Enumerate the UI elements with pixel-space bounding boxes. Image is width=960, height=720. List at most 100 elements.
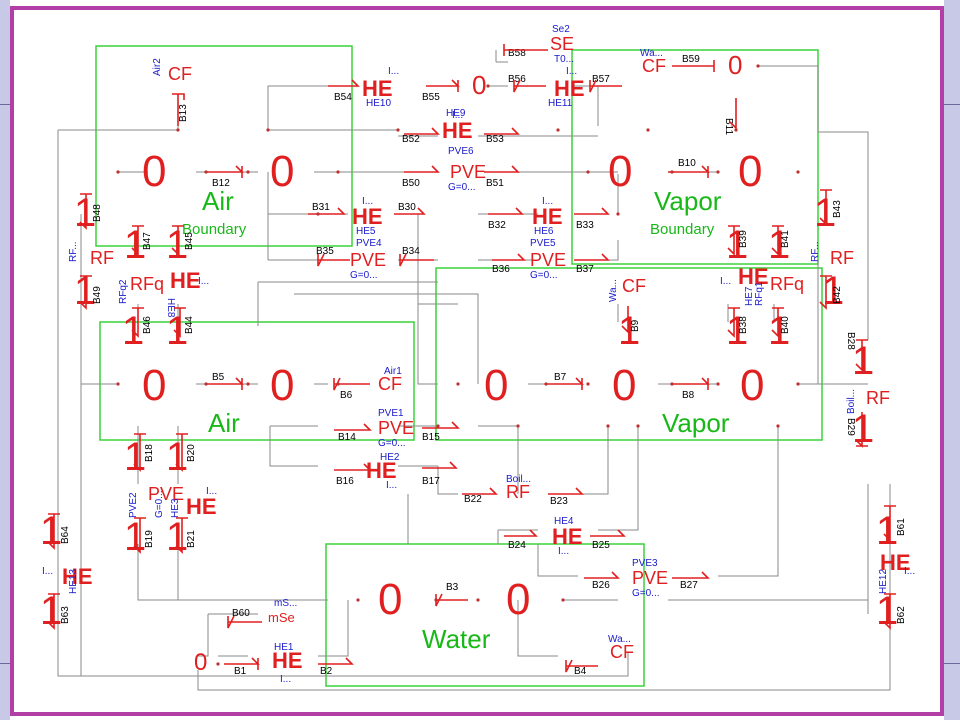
bond-label: B47 (142, 232, 153, 250)
bond-label: B13 (178, 104, 189, 122)
bond-label: B11 (723, 118, 734, 135)
zero-junction: 0 (506, 575, 530, 624)
element-name: HE4 (554, 516, 574, 527)
bond-label: B54 (334, 92, 352, 103)
zero-junctions: 0 0 0 0 0 0 0 0 0 0 0 0 0 0 (142, 50, 764, 676)
element-names: HE10 HE9 HE11 PVE6 G=0... HE5 PVE4 G=0..… (68, 24, 889, 653)
indicator-marks: I... I... I... I... I... I... I... I... … (42, 66, 915, 685)
bond-label: B24 (508, 540, 526, 551)
one-junction: 1 (124, 223, 146, 267)
rf-element: RF (90, 248, 114, 268)
bond-label: B26 (592, 580, 610, 591)
element-name: Wa... (608, 634, 631, 645)
indicator-mark: I... (206, 486, 217, 497)
one-junction: 1 (822, 269, 844, 313)
vapor-boundary-region (571, 49, 819, 265)
he-element: HE (272, 648, 303, 673)
bond-label: B8 (682, 390, 695, 401)
bond-label: B10 (678, 158, 696, 169)
bond-label: B51 (486, 178, 504, 189)
element-name: PVE5 (530, 238, 556, 249)
bond-label: B7 (554, 372, 567, 383)
he-element: HE (62, 564, 93, 589)
one-junction: 1 (166, 435, 188, 479)
bond-label: B60 (232, 608, 250, 619)
bond-label: B56 (508, 74, 526, 85)
bond-label: B25 (592, 540, 610, 551)
zero-junction: 0 (738, 147, 762, 196)
one-junction: 1 (124, 435, 146, 479)
bond-label: B18 (144, 444, 155, 462)
mse-element: mSe (268, 610, 295, 625)
bond-label: B53 (486, 134, 504, 145)
he-element: HE (442, 118, 473, 143)
bond-label: B6 (340, 390, 353, 401)
bond-label: B3 (446, 582, 459, 593)
one-junction: 1 (852, 407, 874, 451)
bond-label: B23 (550, 496, 568, 507)
bond-label: B57 (592, 74, 610, 85)
bond-graph-diagram: 0 0 0 0 0 0 0 0 0 0 0 0 0 0 1 1 1 1 1 1 … (40, 24, 915, 691)
vertical-bond-labels: B13 B11 B48 B47 B45 B49 B46 B44 B9 B39 B… (60, 104, 907, 624)
bond-graph-canvas[interactable]: 0 0 0 0 0 0 0 0 0 0 0 0 0 0 1 1 1 1 1 1 … (18, 14, 938, 712)
bond-label: B50 (402, 178, 420, 189)
one-junction: 1 (166, 515, 188, 559)
zero-junction: 0 (612, 361, 636, 410)
bond-labels: B58 B59 B54 B55 B56 B57 B52 B53 B50 B51 … (212, 48, 700, 677)
pve-element: PVE (378, 418, 414, 438)
bond-label: B45 (184, 232, 195, 250)
element-name: Wa... (640, 48, 663, 59)
bond-label: B62 (896, 606, 907, 624)
element-name: G=0... (530, 270, 558, 281)
connection-dots (116, 64, 800, 666)
one-junction: 1 (768, 309, 790, 353)
element-name: PVE4 (356, 238, 382, 249)
bond-label: B20 (186, 444, 197, 462)
connection-wires (57, 50, 891, 691)
cf-element: CF (642, 56, 666, 76)
element-name: HE8 (165, 298, 176, 318)
element-name: Air1 (384, 366, 402, 377)
element-name: Air2 (152, 58, 163, 76)
element-name: G=0... (378, 438, 406, 449)
rf-element: RF (830, 248, 854, 268)
bond-label: B33 (576, 220, 594, 231)
element-name: RFq2 (118, 279, 129, 304)
one-junction: 1 (618, 309, 640, 353)
element-name: RFq1 (754, 281, 765, 306)
element-name: HE6 (534, 226, 554, 237)
he-element: HE (352, 204, 383, 229)
bond-label: B64 (60, 526, 71, 544)
he-element: HE (186, 494, 217, 519)
element-name: HE13 (68, 569, 79, 594)
one-junction: 1 (726, 223, 748, 267)
element-name: HE2 (380, 452, 400, 463)
element-name: PVE3 (632, 558, 658, 569)
pve-element: PVE (632, 568, 668, 588)
one-junction: 1 (726, 309, 748, 353)
left-side-band (0, 0, 10, 720)
bond-label: B52 (402, 134, 420, 145)
zero-junction: 0 (142, 361, 166, 410)
zero-junction: 0 (142, 147, 166, 196)
element-name: HE5 (356, 226, 376, 237)
bond-label: B9 (630, 319, 641, 332)
element-name: HE11 (548, 98, 573, 109)
bond-label: B29 (845, 418, 856, 436)
element-name: HE7 (744, 286, 755, 306)
one-junction: 1 (814, 191, 836, 235)
side-tick (0, 104, 10, 105)
indicator-mark: I... (904, 566, 915, 577)
element-name: PVE2 (128, 492, 139, 518)
bond-label: B16 (336, 476, 354, 487)
bond-label: B48 (92, 204, 103, 222)
element-name: RF... (68, 241, 79, 262)
element-name: Boil... (506, 474, 531, 485)
bond-label: B59 (682, 54, 700, 65)
element-name: PVE6 (448, 146, 474, 157)
zero-junction: 0 (194, 649, 207, 676)
he-element: HE (532, 204, 563, 229)
element-name: HE10 (366, 98, 391, 109)
rf-element: RF (866, 388, 890, 408)
bond-label: B61 (896, 518, 907, 536)
